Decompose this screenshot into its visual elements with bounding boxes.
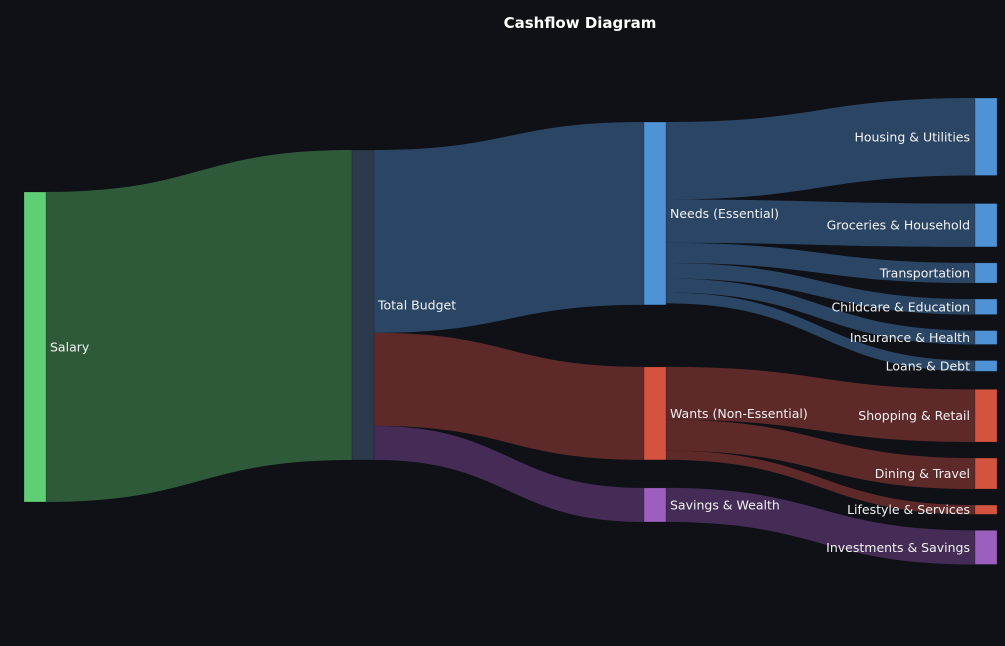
link-needs-groceries[interactable]	[666, 199, 975, 247]
chart-title: Cashflow Diagram	[504, 14, 657, 32]
node-label-savings: Savings & Wealth	[670, 497, 780, 512]
node-label-dining: Dining & Travel	[875, 466, 970, 481]
node-housing[interactable]	[974, 97, 998, 176]
link-wants-shopping[interactable]	[666, 366, 975, 443]
node-loans[interactable]	[974, 360, 998, 372]
node-label-shopping: Shopping & Retail	[858, 408, 970, 423]
link-needs-transport[interactable]	[666, 242, 975, 284]
node-label-transport: Transportation	[879, 265, 970, 280]
node-label-investments: Investments & Savings	[826, 540, 970, 555]
link-budget-savings[interactable]	[374, 425, 644, 522]
link-salary-budget[interactable]	[46, 150, 352, 502]
link-needs-loans[interactable]	[666, 292, 975, 372]
link-budget-wants[interactable]	[374, 332, 644, 460]
node-transport[interactable]	[974, 262, 998, 284]
node-childcare[interactable]	[974, 298, 998, 315]
node-label-lifestyle: Lifestyle & Services	[847, 502, 970, 517]
node-label-salary: Salary	[50, 340, 90, 355]
node-budget[interactable]	[351, 149, 375, 461]
node-insurance[interactable]	[974, 330, 998, 345]
node-lifestyle[interactable]	[974, 504, 998, 515]
link-needs-insurance[interactable]	[666, 278, 975, 345]
link-wants-lifestyle[interactable]	[666, 450, 975, 515]
node-shopping[interactable]	[974, 389, 998, 443]
node-label-childcare: Childcare & Education	[831, 299, 970, 314]
node-label-housing: Housing & Utilities	[854, 129, 970, 144]
node-wants[interactable]	[643, 366, 667, 461]
labels-layer: Salary Total Budget Needs (Essential) Wants…	[50, 129, 970, 555]
links-layer	[46, 98, 975, 565]
link-needs-childcare[interactable]	[666, 263, 975, 315]
node-investments[interactable]	[974, 530, 998, 565]
link-needs-housing[interactable]	[666, 98, 975, 200]
link-budget-needs[interactable]	[374, 122, 644, 333]
node-label-needs: Needs (Essential)	[670, 206, 779, 221]
node-label-budget: Total Budget	[377, 298, 456, 313]
node-label-loans: Loans & Debt	[886, 358, 970, 373]
nodes-layer	[23, 97, 998, 565]
node-groceries[interactable]	[974, 203, 998, 248]
node-dining[interactable]	[974, 457, 998, 490]
node-salary[interactable]	[23, 191, 47, 503]
link-wants-dining[interactable]	[666, 419, 975, 490]
node-label-groceries: Groceries & Household	[827, 218, 970, 233]
node-savings[interactable]	[643, 487, 667, 523]
link-savings-investments[interactable]	[666, 487, 975, 565]
node-label-wants: Wants (Non-Essential)	[670, 406, 808, 421]
node-label-insurance: Insurance & Health	[850, 330, 970, 345]
node-needs[interactable]	[643, 121, 667, 306]
